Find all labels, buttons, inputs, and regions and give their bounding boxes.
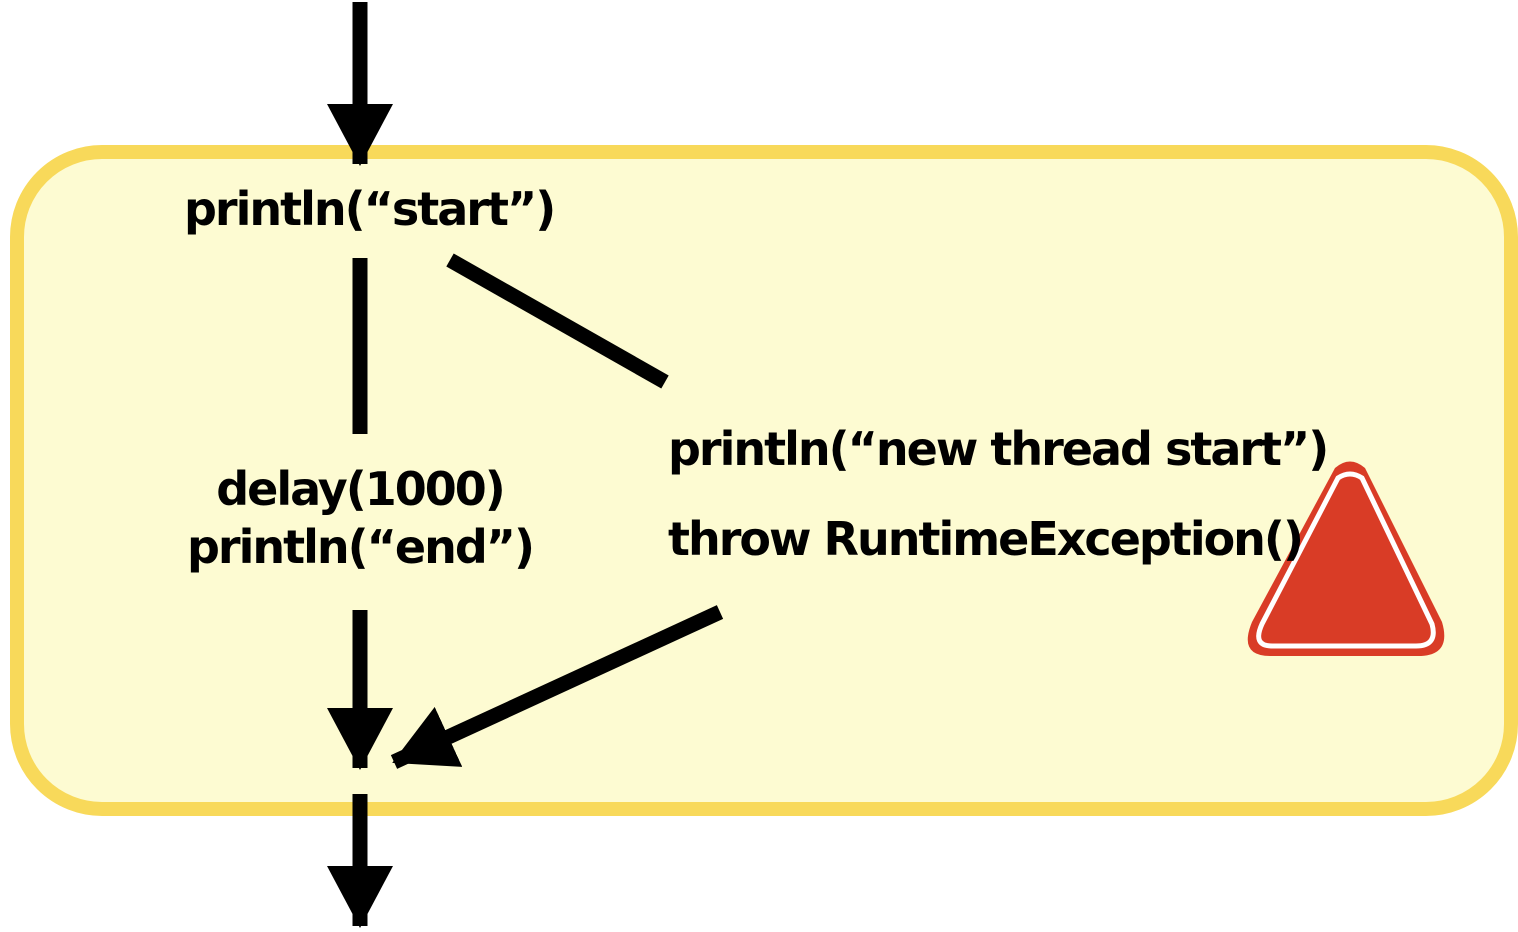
throw-statement: throw RuntimeException() bbox=[668, 512, 1304, 566]
warning-triangle-icon bbox=[1247, 461, 1445, 656]
join-arrow-branch bbox=[390, 605, 724, 769]
end-statement: println(“end”) bbox=[186, 520, 535, 574]
coroutine-scope-box bbox=[10, 145, 1518, 816]
delay-statement: delay(1000) bbox=[216, 462, 506, 516]
main-block: delay(1000) println(“end”) bbox=[150, 460, 570, 576]
new-thread-start-statement: println(“new thread start”) bbox=[668, 422, 1329, 476]
start-statement: println(“start”) bbox=[184, 182, 556, 236]
branch-line bbox=[446, 253, 669, 389]
